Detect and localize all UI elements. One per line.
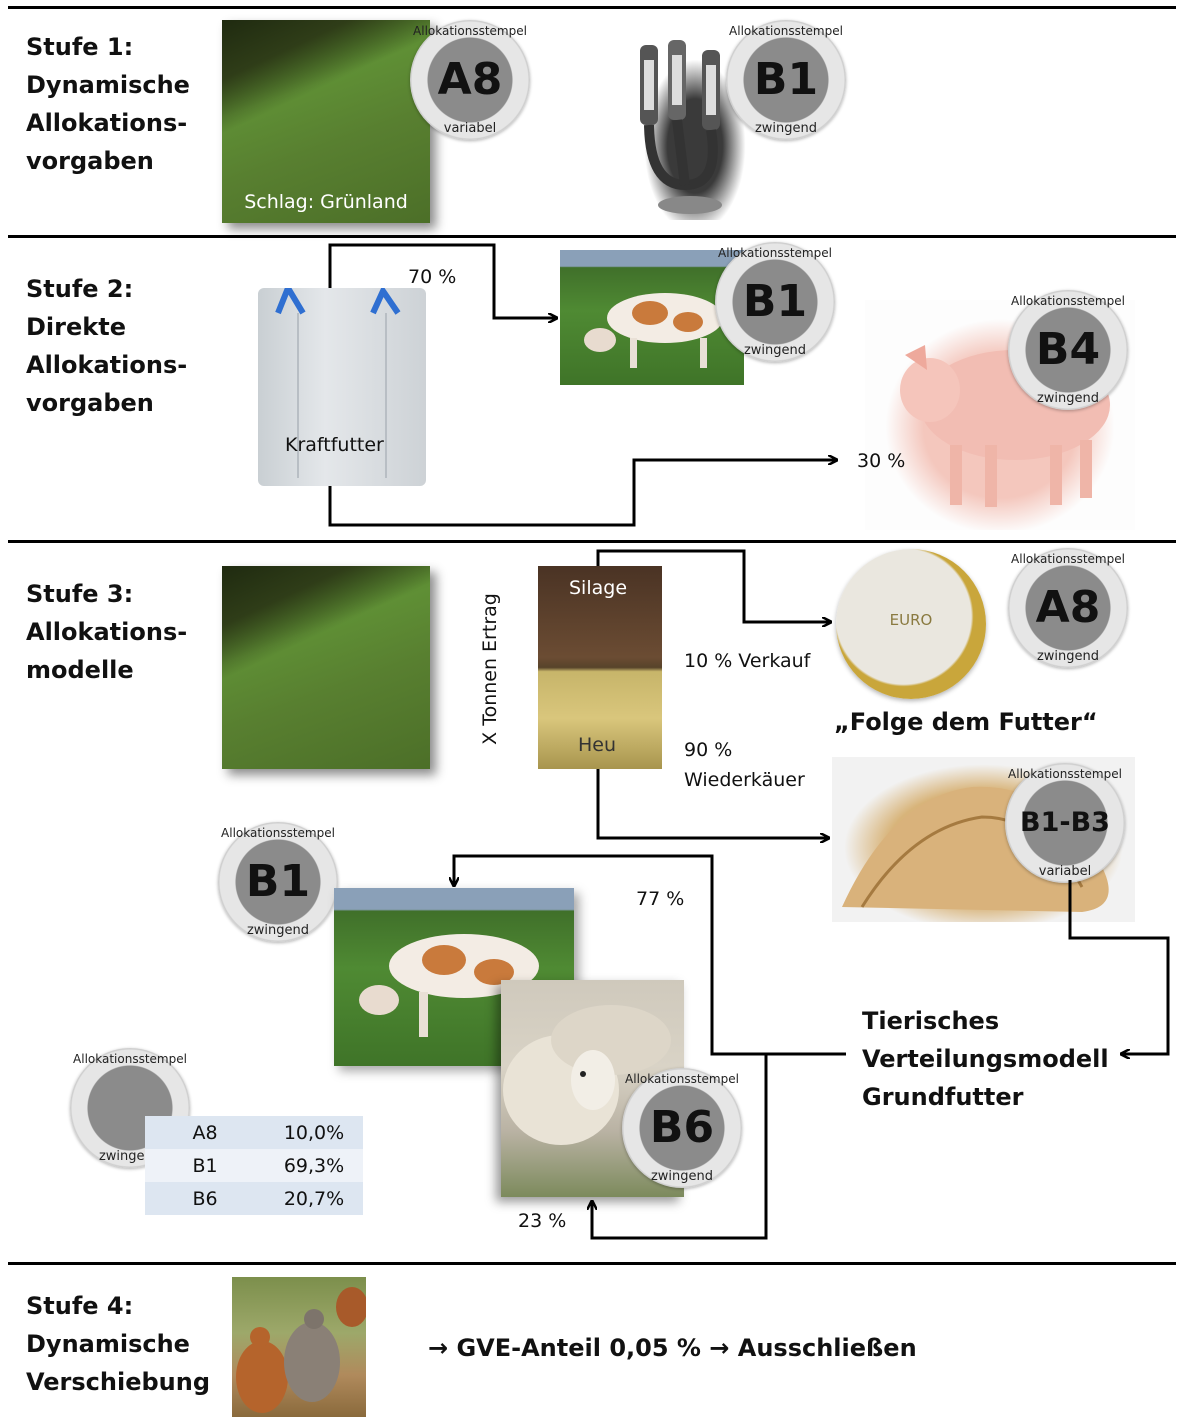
pig-icon	[900, 345, 1110, 507]
arrow-23	[592, 1052, 846, 1240]
sheep-icon	[503, 1005, 671, 1145]
allocation-stamp-b6: Allokationsstempel B6 zwingend	[622, 1068, 742, 1188]
arrow-70	[328, 243, 556, 318]
divider-stage-3	[8, 540, 1176, 543]
sheep-photo	[501, 980, 684, 1197]
allocation-stamp-b1-stage3: Allokationsstempel B1 zwingend	[218, 822, 338, 942]
distribution-model-label: Tierisches Verteilungsmodell Grundfutter	[862, 1007, 1109, 1111]
stage-3-title: Stufe 3:Allokations-modelle	[26, 580, 188, 684]
share-70-label: 70 %	[408, 266, 457, 288]
arrow-30	[328, 460, 836, 527]
feed-bag-photo: Kraftfutter	[258, 288, 426, 486]
allocation-stamp-b1-b3: Allokationsstempel B1-B3 variabel	[1005, 763, 1125, 883]
cow-icon	[584, 293, 723, 368]
grassland-label: Schlag: Grünland	[244, 191, 408, 213]
euro-coin-text: EURO	[889, 611, 933, 629]
grassland-photo: Schlag: Grünland	[222, 20, 430, 223]
silage-hay-photo: Silage Heu	[538, 566, 662, 769]
stage-4-action: → GVE-Anteil 0,05 % → Ausschließen	[428, 1334, 917, 1362]
milking-cluster-photo	[630, 35, 760, 220]
arrow-77	[454, 854, 846, 1056]
ruminant-share-label: 90 %	[684, 739, 733, 761]
allocation-stamp-b1-stage1: Allokationsstempel B1 zwingend	[726, 20, 846, 140]
hens-photo	[232, 1277, 366, 1417]
share-23-label: 23 %	[518, 1210, 567, 1232]
allocation-stamp-a8-stage3: Allokationsstempel A8 zwingend	[1008, 548, 1128, 668]
allocation-stamp-b1-stage2: Allokationsstempel B1 zwingend	[715, 242, 835, 362]
arrow-ruminant	[596, 769, 828, 838]
share-30-label: 30 %	[857, 450, 906, 472]
cow-photo-stage2	[560, 250, 744, 385]
divider-stage-4	[8, 1262, 1176, 1265]
grassland-photo-stage3	[222, 566, 430, 769]
allocation-stamp-b4: Allokationsstempel B4 zwingend	[1008, 290, 1128, 410]
big-bag-icon	[275, 288, 401, 478]
hay-label: Heu	[578, 734, 617, 756]
follow-the-feed-label: „Folge dem Futter“	[834, 708, 1098, 736]
arrow-sale	[596, 549, 830, 622]
feed-bag-label: Kraftfutter	[285, 434, 384, 456]
silage-label: Silage	[569, 577, 628, 599]
arrow-tripe-model	[1068, 880, 1170, 1054]
milking-cluster-icon	[640, 40, 722, 214]
euro-coin-photo: EURO	[836, 549, 986, 699]
ruminant-label: Wiederkäuer	[684, 769, 805, 791]
share-77-label: 77 %	[636, 888, 685, 910]
hens-icon	[236, 1287, 366, 1413]
sale-share-label: 10 % Verkauf	[684, 650, 811, 672]
allocation-stamp-a8: Allokationsstempel A8 variabel	[410, 20, 530, 140]
divider-top	[8, 6, 1176, 9]
divider-stage-2	[8, 235, 1176, 238]
